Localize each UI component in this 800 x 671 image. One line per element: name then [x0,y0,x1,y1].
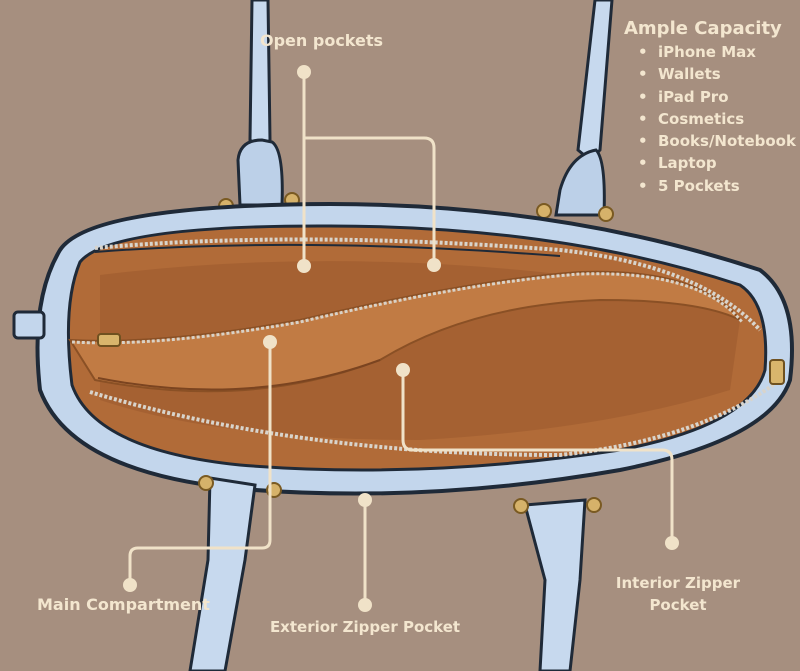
rim-trim [94,243,561,257]
capacity-item: 5 Pockets [638,175,796,198]
capacity-list: iPhone Max Wallets iPad Pro Cosmetics Bo… [624,41,796,197]
lining-shadow [100,261,740,440]
right-handle-tab [554,148,606,217]
dot-interior-pocket [396,363,410,377]
left-handle-tab [236,138,284,207]
interior-zipper [71,272,744,345]
left-bottom-handle [188,476,257,671]
bottom-zipper [89,378,782,458]
right-bottom-handle [523,498,587,671]
capacity-item: iPad Pro [638,86,796,109]
zipper-pull-right [769,359,785,385]
interior-zipper-pocket-label: Interior Zipper Pocket [615,574,741,614]
capacity-item: iPhone Max [638,41,796,64]
capacity-item: Books/Notebook [638,130,796,153]
leader-main-compartment [128,342,272,585]
dot-open-pockets-right [427,258,441,272]
exterior-zipper-pocket-label: Exterior Zipper Pocket [269,618,461,636]
right-rivet [536,203,552,219]
dot-main-compartment-end [123,578,137,592]
top-zipper [94,237,762,332]
capacity-item: Cosmetics [638,108,796,131]
side-strap-anchor [12,310,46,340]
bottom-rivet-right-2 [586,497,602,513]
open-pockets-label: Open pockets [260,31,384,50]
bottom-rivet-left [198,475,214,491]
callout-lines [128,72,674,605]
zipper-pull-left [97,333,121,347]
right-rivet-2 [598,206,614,222]
dot-main-compartment [263,335,277,349]
bottom-rivet-right [513,498,529,514]
capacity-item: Laptop [638,152,796,175]
capacity-heading: Ample Capacity [624,18,782,39]
dot-open-pockets-left [297,259,311,273]
main-compartment-label: Main Compartment [37,595,210,614]
dot-interior-pocket-end [665,536,679,550]
dot-open-pockets-top [297,65,311,79]
interior-seam [97,359,381,391]
right-top-handle [576,0,614,163]
leader-open-pockets-right [304,136,436,264]
leader-interior-pocket [401,370,674,542]
left-top-handle [248,0,272,153]
dot-exterior-pocket [358,493,372,507]
capacity-panel: Ample Capacity iPhone Max Wallets iPad P… [624,18,796,197]
capacity-item: Wallets [638,63,796,86]
callout-dots [123,65,679,612]
dot-exterior-pocket-end [358,598,372,612]
